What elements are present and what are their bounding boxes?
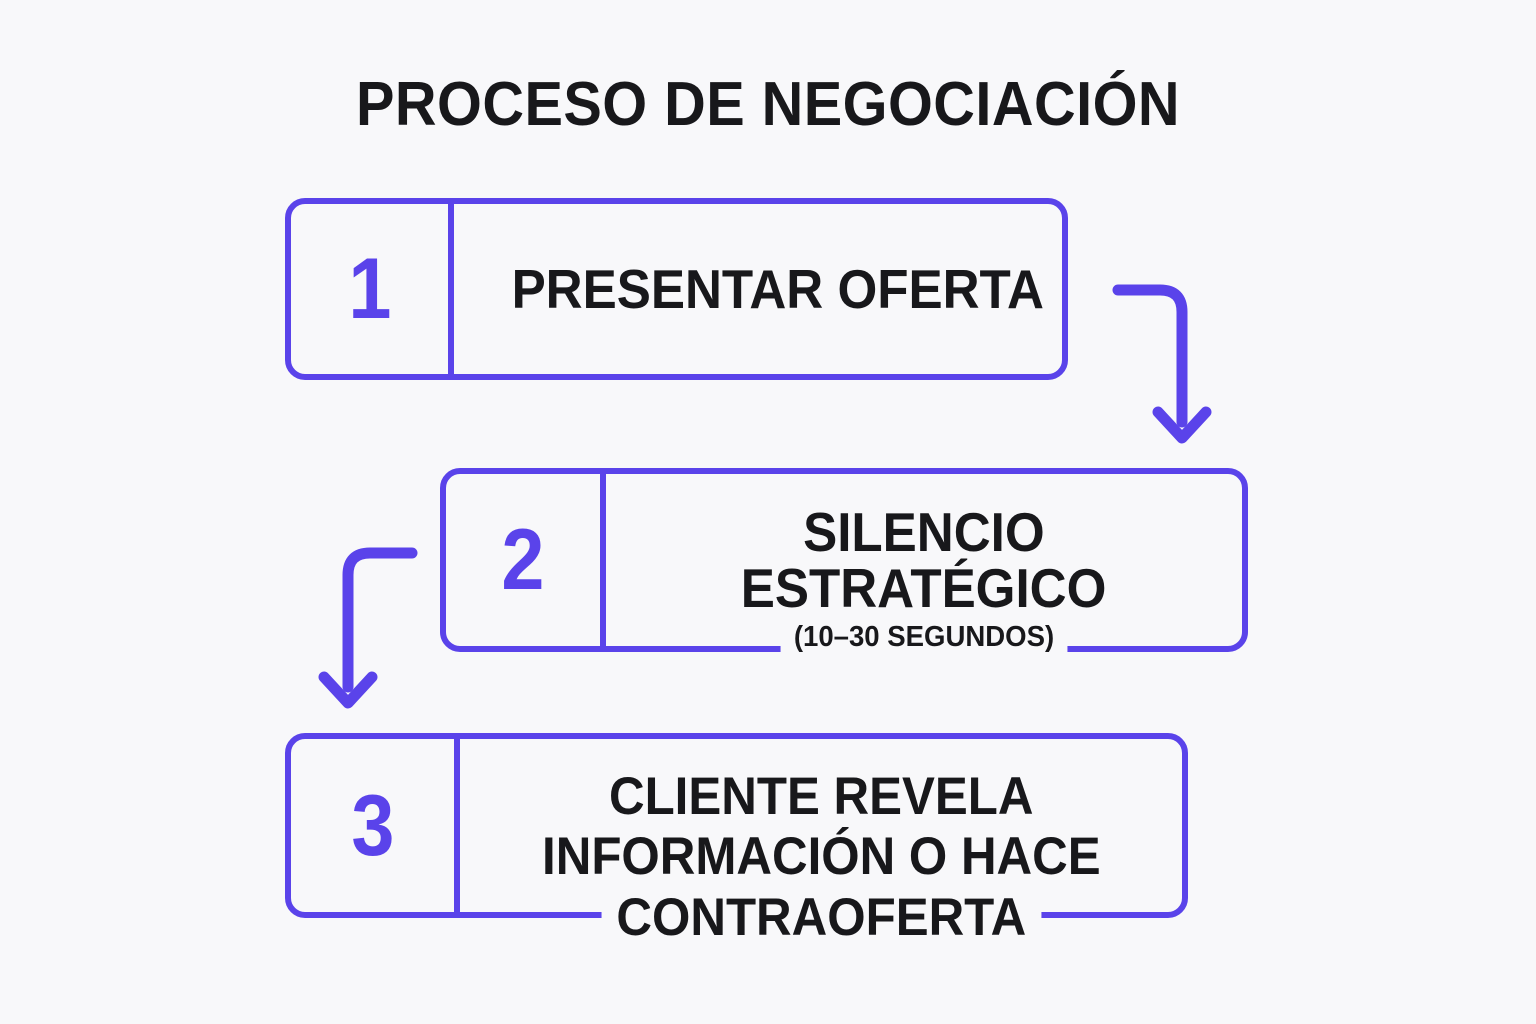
step-3-label-line-1: CLIENTE REVELA — [608, 767, 1034, 826]
step-3-label-stack: CLIENTE REVELA INFORMACIÓN O HACE CONTRA… — [460, 767, 1182, 949]
step-3-label-cell: CLIENTE REVELA INFORMACIÓN O HACE CONTRA… — [460, 739, 1182, 949]
step-2-label-line-1: SILENCIO — [803, 500, 1045, 563]
step-2-number-cell: 2 — [446, 474, 600, 646]
step-box-1: 1 PRESENTAR OFERTA — [285, 198, 1068, 380]
step-2-sublabel-wrap: (10–30 SEGUNDOS) — [606, 620, 1242, 656]
step-2-label-line-2: ESTRATÉGICO — [741, 557, 1107, 619]
step-1-number-cell: 1 — [291, 204, 448, 374]
step-3-divider — [454, 733, 460, 918]
step-3-label-line-3: CONTRAOFERTA — [601, 887, 1041, 949]
step-1-label-line-1: PRESENTAR OFERTA — [511, 257, 1044, 320]
step-box-3: 3 CLIENTE REVELA INFORMACIÓN O HACE CONT… — [285, 733, 1188, 949]
step-1-number: 1 — [347, 241, 392, 337]
step-2-number: 2 — [501, 512, 545, 608]
step-2-sublabel: (10–30 SEGUNDOS) — [780, 620, 1068, 656]
step-2-divider — [600, 468, 606, 652]
arrow-step2-to-step3 — [318, 547, 418, 709]
step-3-number-cell: 3 — [291, 739, 454, 912]
page-title: PROCESO DE NEGOCIACIÓN — [356, 70, 1180, 139]
step-1-label-cell: PRESENTAR OFERTA — [454, 204, 1062, 374]
step-2-label-cell: SILENCIO ESTRATÉGICO (10–30 SEGUNDOS) — [606, 474, 1242, 656]
step-3-label-line-2: INFORMACIÓN O HACE — [541, 827, 1101, 887]
step-3-number: 3 — [350, 777, 395, 874]
step-1-divider — [448, 198, 454, 380]
step-box-2: 2 SILENCIO ESTRATÉGICO (10–30 SEGUNDOS) — [440, 468, 1248, 656]
arrow-step1-to-step2 — [1112, 284, 1212, 444]
